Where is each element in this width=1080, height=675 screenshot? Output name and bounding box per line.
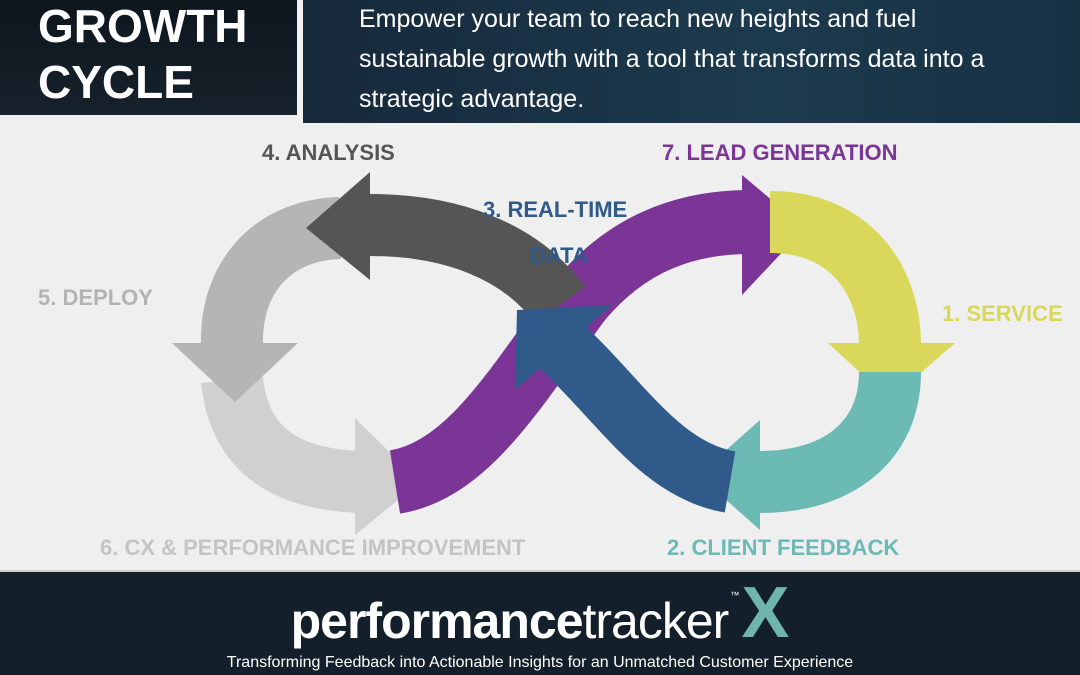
arrowhead-real-time-data xyxy=(515,305,612,390)
label-client-feedback: 2. CLIENT FEEDBACK xyxy=(667,535,900,560)
logo-text-bold: performance xyxy=(290,593,584,649)
arrowhead-service xyxy=(828,343,955,400)
label-real-time-data-2: DATA xyxy=(530,243,588,268)
title-line-2: CYCLE xyxy=(38,55,194,108)
tagline: Empower your team to reach new heights a… xyxy=(303,0,1080,123)
arrow-cx-improvement xyxy=(201,375,371,513)
logo-text-thin: tracker xyxy=(582,593,730,649)
header: GROWTH CYCLE Empower your team to reach … xyxy=(0,0,1080,123)
arrow-analysis xyxy=(369,194,586,325)
arrowhead-cx xyxy=(355,418,420,535)
growth-cycle-diagram: 1. SERVICE 2. CLIENT FEEDBACK 3. REAL-TI… xyxy=(0,123,1080,570)
label-cx-improvement: 6. CX & PERFORMANCE IMPROVEMENT xyxy=(100,535,526,560)
label-lead-generation: 7. LEAD GENERATION xyxy=(662,140,898,165)
label-real-time-data-1: 3. REAL-TIME xyxy=(483,197,628,222)
arrow-deploy xyxy=(200,197,343,346)
arrowhead-deploy xyxy=(172,343,298,402)
arrow-lead-generation xyxy=(388,190,751,514)
title-line-1: GROWTH xyxy=(38,0,248,52)
logo-tm: ™ xyxy=(730,590,740,600)
arrow-real-time-data xyxy=(538,322,737,513)
arrowhead-analysis xyxy=(306,172,370,280)
footer-subtitle: Transforming Feedback into Actionable In… xyxy=(226,654,854,671)
arrow-service xyxy=(768,191,921,347)
arrow-client-feedback xyxy=(759,370,921,513)
divider xyxy=(297,0,303,123)
label-analysis: 4. ANALYSIS xyxy=(262,140,395,165)
tagline-text: Empower your team to reach new heights a… xyxy=(359,4,985,113)
page-title: GROWTH CYCLE xyxy=(0,0,297,115)
logo-x: X xyxy=(741,573,790,653)
label-deploy: 5. DEPLOY xyxy=(38,285,153,310)
label-service: 1. SERVICE xyxy=(942,301,1063,326)
